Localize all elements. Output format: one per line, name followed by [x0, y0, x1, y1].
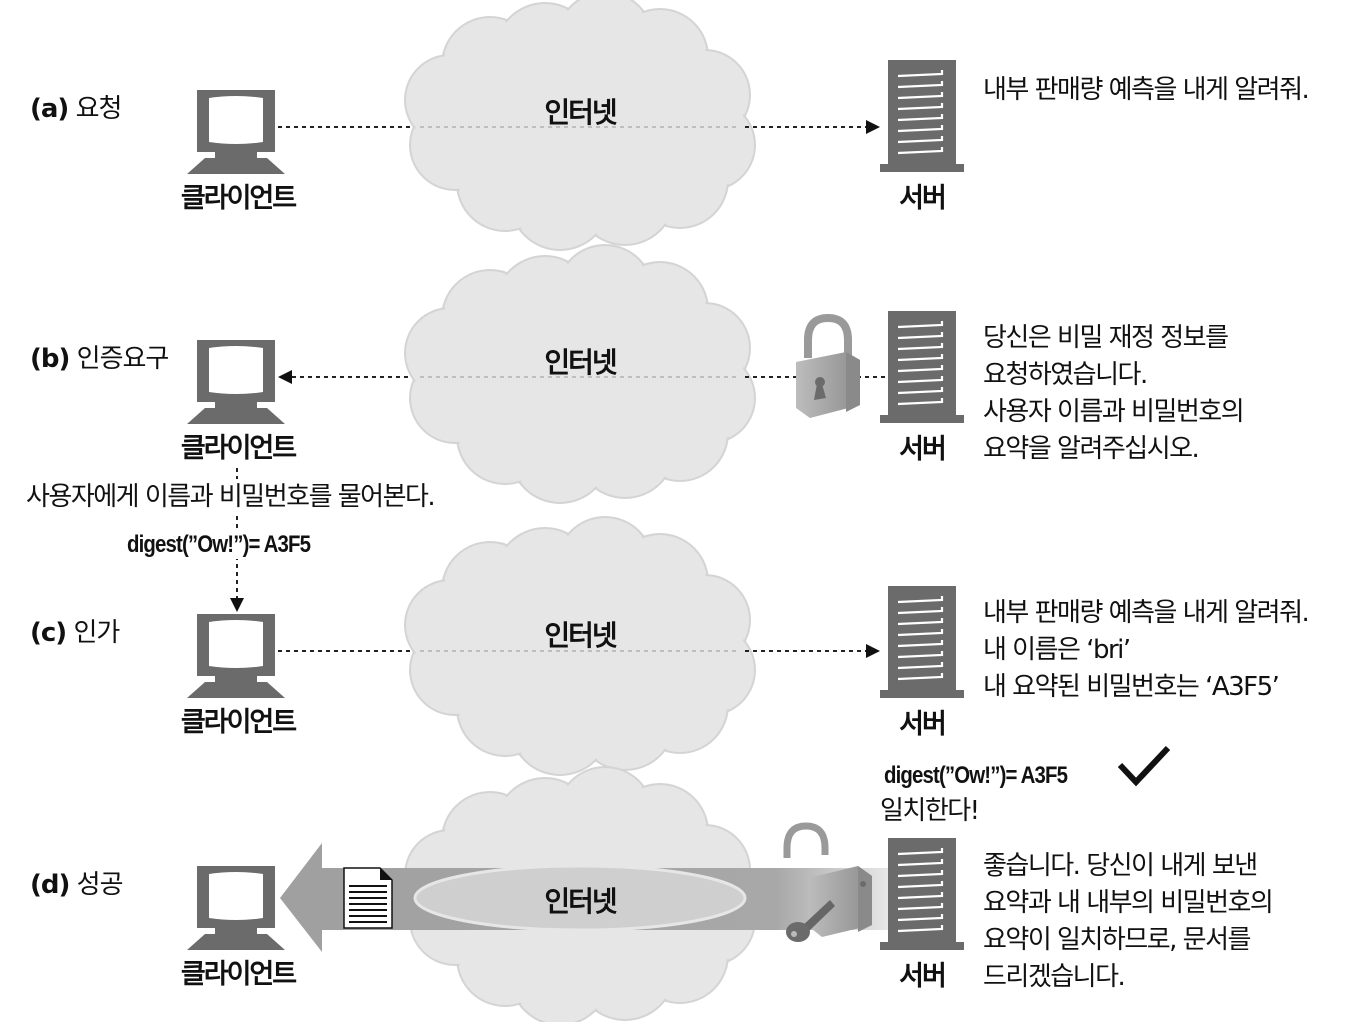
step-b [187, 244, 966, 612]
step-letter: (d) [30, 870, 70, 900]
client-label: 클라이언트 [180, 959, 297, 990]
cloud-band-overlay [413, 864, 747, 932]
server-message: 내부 판매량 예측을 내게 알려줘. [983, 75, 1310, 105]
step-letter: (b) [30, 344, 70, 374]
server-icon [878, 309, 966, 425]
client-digest: digest(”Ow!”)= A3F5 [127, 531, 311, 559]
server-message: 당신은 비밀 재정 정보를 요청하였습니다. 사용자 이름과 비밀번호의 요약을… [983, 323, 1245, 464]
step-c [187, 516, 1171, 787]
padlock-locked-icon [796, 313, 860, 418]
step-d [187, 766, 966, 1022]
internet-label: 인터넷 [544, 96, 617, 129]
document-icon [343, 867, 393, 929]
server-label: 서버 [899, 709, 947, 740]
step-title: 성공 [76, 870, 124, 900]
step-title: 인가 [73, 618, 120, 648]
step-a-label: (a) 요청 [30, 88, 123, 125]
step-letter: (a) [30, 94, 69, 124]
arrow-right-icon [866, 120, 880, 134]
internet-label: 인터넷 [544, 346, 617, 379]
step-letter: (c) [30, 618, 67, 648]
checkmark-icon [1117, 745, 1171, 787]
server-label: 서버 [899, 961, 947, 992]
step-b-label: (b) 인증요구 [30, 338, 170, 375]
server-message: 내부 판매량 예측을 내게 알려줘. 내 이름은 ‘bri’ 내 요약된 비밀번… [983, 598, 1310, 702]
server-icon [878, 584, 966, 700]
server-icon [878, 836, 966, 952]
client-label: 클라이언트 [180, 183, 297, 214]
step-d-label: (d) 성공 [30, 864, 123, 901]
key-icon [786, 900, 835, 942]
client-label: 클라이언트 [168, 426, 308, 465]
client-computer-icon [187, 340, 285, 424]
arrow-down-icon [230, 598, 244, 612]
match-text: 일치한다! [880, 796, 980, 826]
client-computer-icon [187, 614, 285, 698]
arrow-left-icon [278, 370, 292, 384]
client-computer-icon [187, 90, 285, 174]
internet-label: 인터넷 [544, 885, 617, 918]
arrow-left-large-icon [280, 843, 322, 952]
step-c-label: (c) 인가 [30, 612, 120, 649]
server-label: 서버 [899, 434, 947, 465]
arrow-right-icon [866, 644, 880, 658]
step-title: 요청 [75, 94, 123, 124]
server-label: 서버 [899, 183, 947, 214]
client-label: 클라이언트 [180, 707, 297, 738]
client-computer-icon [187, 866, 285, 950]
server-message: 좋습니다. 당신이 내게 보낸 요약과 내 내부의 비밀번호의 요약이 일치하므… [983, 851, 1274, 992]
internet-label: 인터넷 [544, 619, 617, 652]
server-digest: digest(”Ow!”)= A3F5 [884, 762, 1068, 789]
server-icon [878, 58, 966, 174]
step-a [187, 0, 966, 251]
padlock-unlocked-icon [783, 822, 872, 937]
step-title: 인증요구 [76, 344, 170, 374]
client-note: 사용자에게 이름과 비밀번호를 물어본다. [24, 479, 437, 516]
